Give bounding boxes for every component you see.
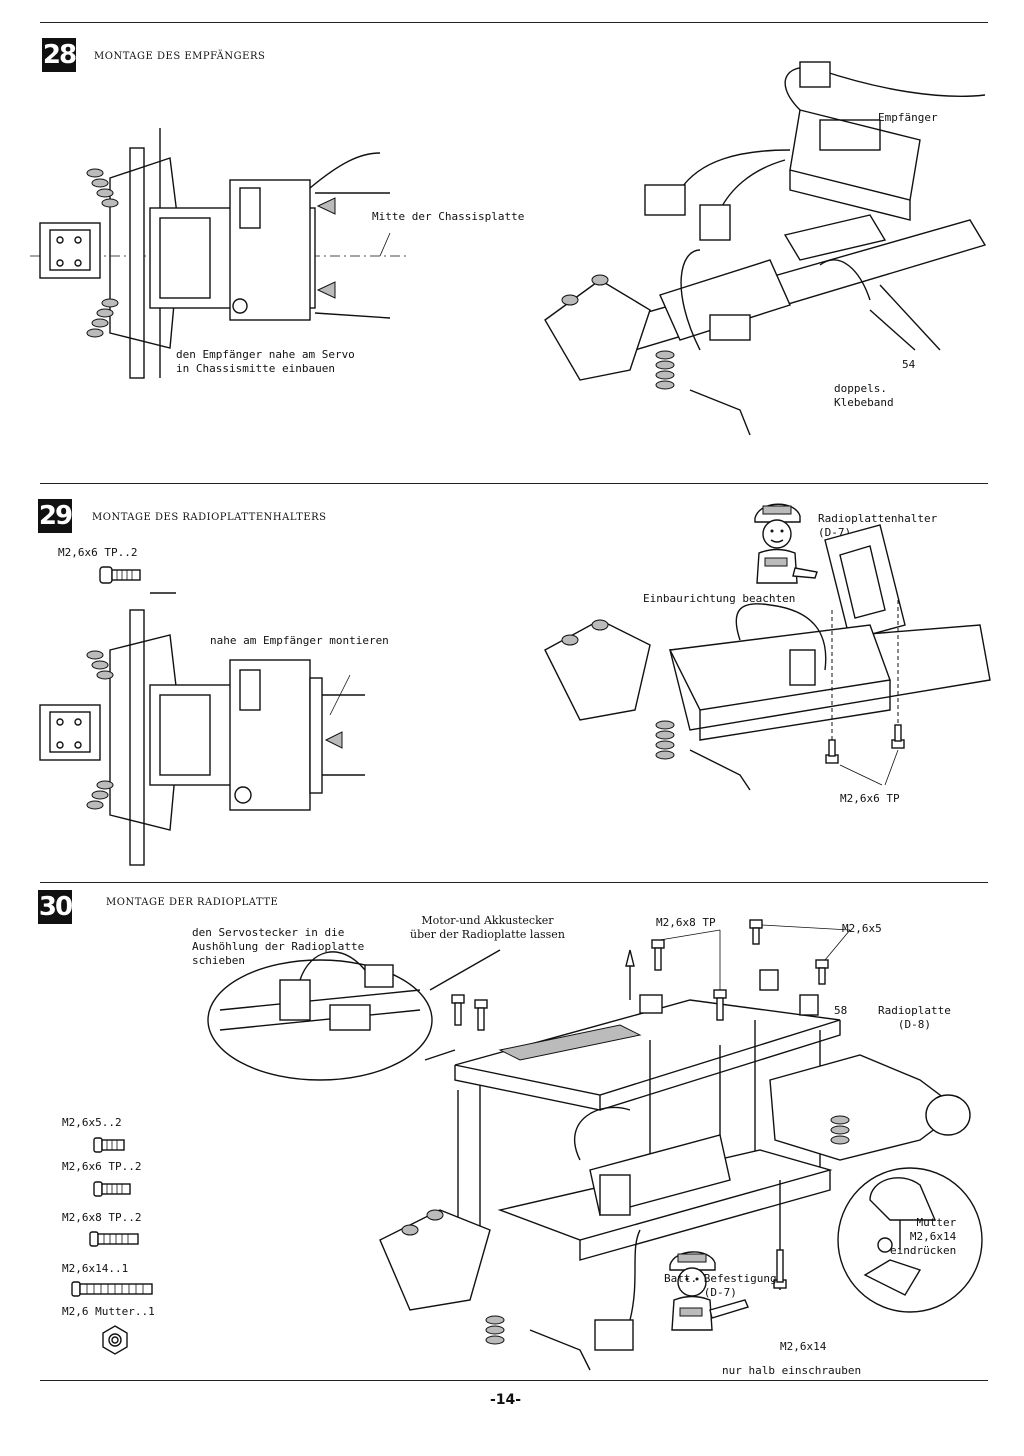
part-list-item-m26x5: M2,6x5..2 (62, 1116, 122, 1129)
rule-step30 (40, 882, 988, 883)
part-list-item-29: M2,6x6 TP..2 (58, 546, 138, 559)
label-half-screw: nur halb einschrauben (722, 1364, 862, 1377)
screw-icon-m26x5-b (815, 959, 829, 985)
step-title-29: MONTAGE DES RADIOPLATTENHALTERS (92, 512, 327, 523)
label-radio-plate-d8: Radioplatte (D-8) (878, 1004, 951, 1031)
screw-icon-list-m26x6tp (93, 1181, 131, 1197)
screw-icon-tp8-right (713, 989, 727, 1021)
label-mounting-direction: Einbaurichtung beachten (643, 592, 796, 605)
part-number-54: 54 (902, 358, 916, 371)
chassis-perspective-29 (544, 524, 991, 791)
rule-bottom (40, 1380, 988, 1381)
page-number: -14- (490, 1392, 522, 1408)
shock-spring-top (86, 168, 119, 208)
rule-top (40, 22, 988, 23)
shock-spring-bottom (86, 298, 119, 338)
label-servo-plug: den Servostecker in die Aushöhlung der R… (192, 926, 365, 967)
screw-icon-29 (99, 566, 176, 594)
part-list-item-m26x14: M2,6x14..1 (62, 1262, 129, 1275)
chassis-perspective-28 (544, 61, 987, 436)
step-number-30: 30 (38, 890, 73, 924)
label-receiver: Empfänger (878, 111, 938, 124)
part-list-item-m26x6tp: M2,6x6 TP..2 (62, 1160, 142, 1173)
screw-icon-m26x14 (773, 1249, 787, 1289)
label-screw-m26x5: M2,6x5 (842, 922, 882, 935)
screw-icon-list-m26x8tp (89, 1231, 139, 1247)
radio-plate-assembly-30 (207, 919, 983, 1371)
label-chassis-center: Mitte der Chassisplatte (372, 210, 525, 223)
screw-icon-tp8-left (651, 939, 665, 971)
step-number-29: 29 (38, 499, 73, 533)
label-motor-battery-plug: Motor-und Akkustecker über der Radioplat… (410, 914, 565, 941)
rule-step29 (40, 483, 988, 484)
mechanic-mascot-29 (754, 503, 818, 584)
step-number-28: 28 (42, 38, 77, 72)
mechanic-mascot-30 (669, 1251, 749, 1331)
label-nut-press-in: Mutter M2,6x14 eindrücken (890, 1216, 957, 1257)
screw-icon-tp-right (891, 724, 905, 749)
screw-icon-left-pair (451, 994, 488, 1031)
label-screw-m26x8tp: M2,6x8 TP (656, 916, 716, 929)
part-list-item-nut: M2,6 Mutter..1 (62, 1305, 155, 1318)
label-near-receiver: nahe am Empfänger montieren (210, 634, 389, 647)
label-double-tape: doppels. Klebeband (834, 382, 894, 409)
label-battery-holder-d7: Batt. Befestigung (D-7) (664, 1272, 777, 1299)
screw-icon-tp-left (825, 739, 839, 764)
front-suspension-28 (561, 274, 675, 390)
label-install-near-servo: den Empfänger nahe am Servo in Chassismi… (176, 348, 355, 375)
screw-icon-list-m26x5 (93, 1137, 125, 1153)
label-screw-m26x6tp: M2,6x6 TP (840, 792, 900, 805)
part-list-item-m26x8tp: M2,6x8 TP..2 (62, 1211, 142, 1224)
detail-nut-circle (837, 1167, 983, 1313)
detail-magnifier-circle (207, 949, 501, 1081)
chassis-top-view-28 (30, 128, 410, 379)
step-title-28: MONTAGE DES EMPFÄNGERS (94, 51, 266, 62)
screw-icon-list-m26x14 (71, 1281, 153, 1297)
screw-icon-m26x5-a (749, 919, 763, 945)
chassis-top-view-29 (39, 609, 365, 866)
nut-icon-list (102, 1325, 128, 1355)
step-title-30: MONTAGE DER RADIOPLATTE (106, 897, 279, 908)
part-number-58: 58 (834, 1004, 848, 1017)
label-screw-m26x14: M2,6x14 (780, 1340, 827, 1353)
